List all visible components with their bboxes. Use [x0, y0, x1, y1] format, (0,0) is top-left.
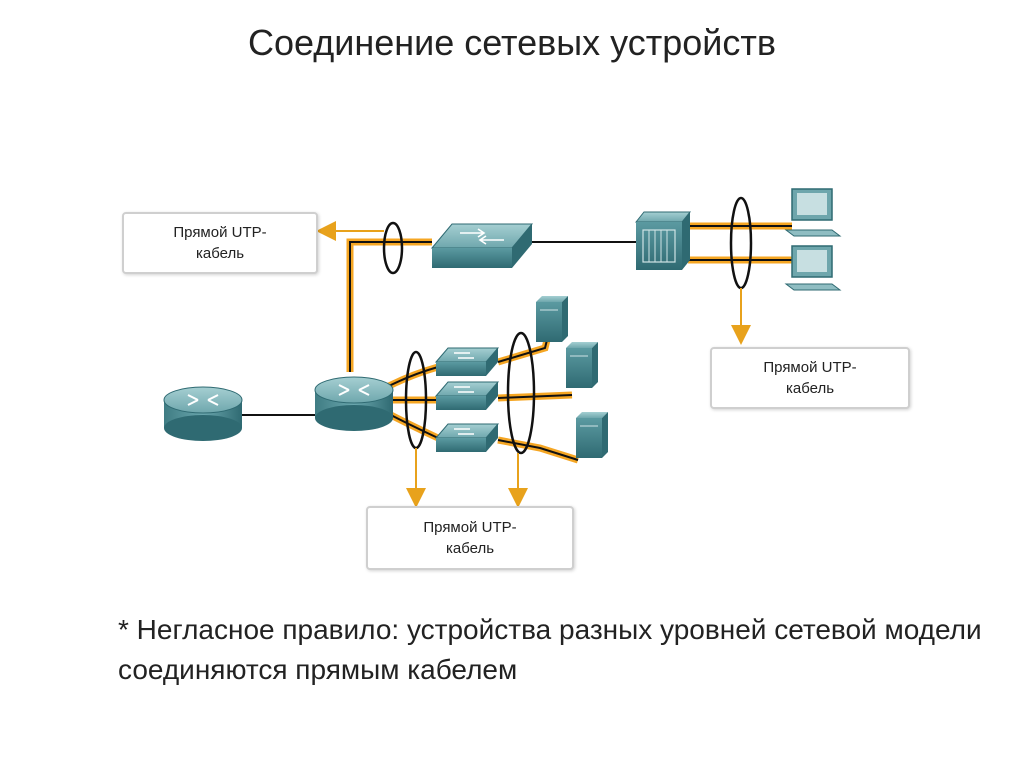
cable-router-switch: [346, 238, 432, 372]
callout-label: Прямой UTP-кабель: [423, 519, 517, 557]
cable-group-marker: [382, 221, 404, 275]
server-icon: [536, 296, 568, 342]
switch-icon: [434, 423, 500, 452]
switch-icon: [430, 223, 534, 268]
callout-right: Прямой UTP-кабель: [710, 347, 910, 409]
callout-label: Прямой UTP-кабель: [173, 224, 267, 262]
slide-title: Соединение сетевых устройств: [247, 22, 777, 63]
router-icon: [163, 386, 243, 441]
pc-icon: [784, 245, 842, 291]
server-icon: [566, 342, 598, 388]
cable-group-marker: [506, 331, 536, 455]
cable-group-marker: [729, 196, 753, 290]
callout-label: Прямой UTP-кабель: [763, 359, 857, 397]
switch-icon: [434, 347, 500, 376]
hub-icon: [634, 211, 692, 270]
pc-icon: [784, 188, 842, 237]
server-icon: [576, 412, 608, 458]
rule-note: * Негласное правило: устройства разных у…: [118, 614, 982, 685]
callout-bottom: Прямой UTP-кабель: [366, 506, 574, 570]
router-icon: [314, 376, 394, 431]
switch-icon: [434, 381, 500, 410]
callout-top-left: Прямой UTP-кабель: [122, 212, 318, 274]
